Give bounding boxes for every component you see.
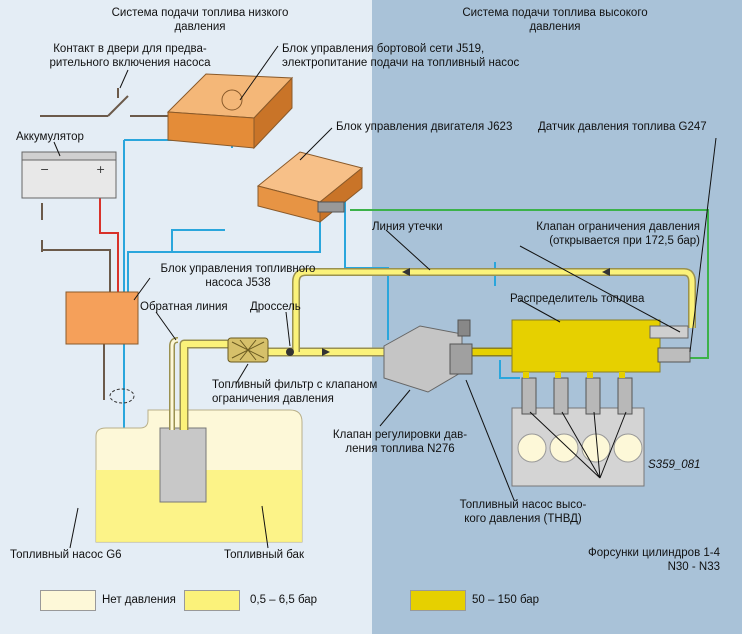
label-hp-pump: Топливный насос высо- кого давления (ТНВ… [448,498,598,526]
legend-label-no-pressure: Нет давления [102,594,176,606]
high-pressure-area [372,0,742,634]
fuel-filter-line-2: ограничения давления [212,393,334,405]
j538-pump-control [65,291,139,345]
injectors [521,372,633,415]
j538-line-1: Блок управления топливного [160,263,316,275]
legend-label-low: 0,5 – 6,5 бар [250,594,318,606]
heading-low-pressure: Система подачи топлива низкого давления [90,6,310,34]
label-injectors: Форсунки цилиндров 1-4 N30 - N33 [520,546,720,574]
heading-high-pressure: Система подачи топлива высокого давления [430,6,680,34]
j538-line-2: насоса J538 [205,277,271,289]
relief-valve-line-1: Клапан ограничения давления [536,221,700,233]
fuse-marker [109,388,135,404]
j519-line-1: Блок управления бортовой сети J519, [282,43,485,55]
hp-pump-n276 [383,319,473,393]
legend-swatch-no-pressure [40,590,96,611]
heading-low-line-1: Система подачи топлива низкого [111,7,289,19]
j519-onboard-control-unit [166,73,294,150]
fuel-rail [511,319,661,373]
leader-lines [53,45,717,549]
svg-text:+: + [96,163,105,176]
label-fuel-rail: Распределитель топлива [510,293,645,305]
label-j623: Блок управления двигателя J623 [336,121,513,133]
label-relief-valve: Клапан ограничения давления (открывается… [500,220,700,248]
j519-line-2: электропитание подачи на топливный насос [282,57,520,69]
label-j519: Блок управления бортовой сети J519, элек… [282,42,519,70]
legend-swatch-high [410,590,466,611]
g6-fuel-pump [159,427,207,503]
low-pressure-lines [169,268,696,430]
label-n276: Клапан регулировки дав- ления топлива N2… [330,428,470,456]
heading-low-line-2: давления [174,21,226,33]
figure-code: S359_081 [648,459,701,471]
label-j538: Блок управления топливного насоса J538 [148,262,328,290]
hp-pump-line-1: Топливный насос высо- [459,499,587,511]
label-door-contact: Контакт в двери для предва- рительного в… [40,42,220,70]
flow-arrow [322,348,330,356]
battery: − + [21,151,117,199]
wiring [40,88,709,441]
door-contact-line-1: Контакт в двери для предва- [53,43,207,55]
legend-label-high: 50 – 150 бар [472,594,540,606]
injectors-line-1: Форсунки цилиндров 1-4 [588,547,720,559]
fuel-filter-line-1: Топливный фильтр с клапаном [212,379,378,391]
j623-engine-ecu [256,151,364,224]
label-throttle: Дроссель [250,301,301,313]
label-g247: Датчик давления топлива G247 [538,121,707,133]
label-battery: Аккумулятор [16,131,84,143]
label-tank: Топливный бак [224,549,304,561]
relief-valve [649,325,689,339]
label-g6: Топливный насос G6 [10,549,122,561]
heading-high-line-2: давления [529,21,581,33]
cylinders [517,433,643,463]
flow-arrow [402,268,410,276]
label-return-line: Обратная линия [140,301,228,313]
relief-valve-line-2: (открывается при 172,5 бар) [549,235,700,247]
n276-line-2: ления топлива N276 [345,443,455,455]
legend-swatch-low [184,590,240,611]
n276-line-1: Клапан регулировки дав- [332,429,468,441]
hp-pump-line-2: кого давления (ТНВД) [464,513,582,525]
flow-arrow [602,268,610,276]
throttle-restrictor [286,348,294,356]
svg-text:−: − [40,163,49,176]
label-fuel-filter: Топливный фильтр с клапаном ограничения … [212,378,377,406]
injectors-line-2: N30 - N33 [667,561,720,573]
heading-high-line-1: Система подачи топлива высокого [462,7,648,19]
label-leak-line: Линия утечки [372,221,443,233]
door-contact-line-2: рительного включения насоса [49,57,211,69]
g247-pressure-sensor [657,347,691,363]
